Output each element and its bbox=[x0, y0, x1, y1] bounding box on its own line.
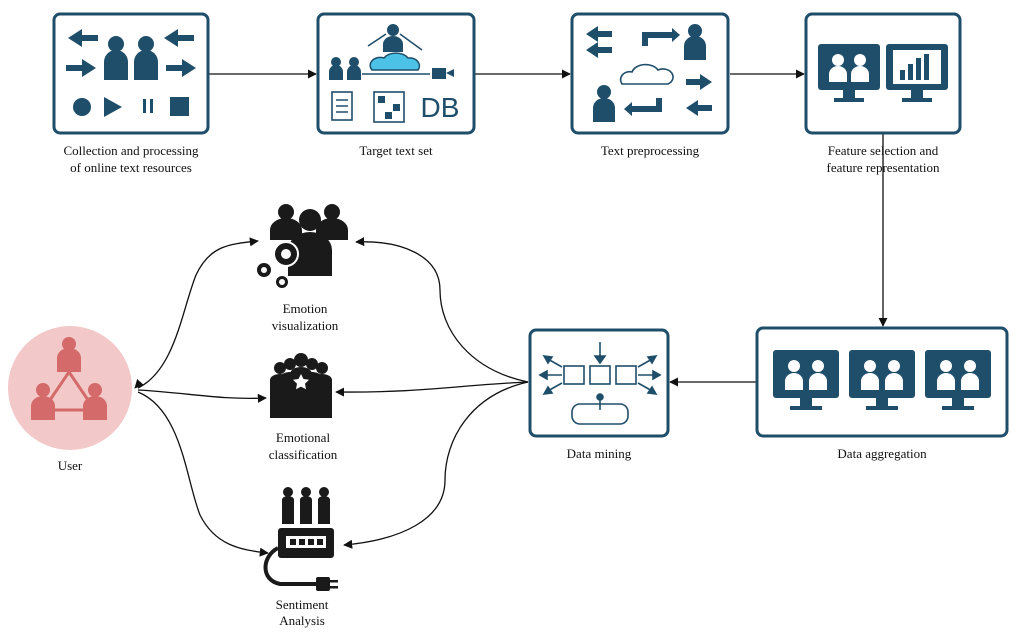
node-collection-label-1: Collection and processing bbox=[63, 143, 199, 158]
node-user: User bbox=[8, 326, 132, 473]
cloud-exchange-icon bbox=[586, 24, 712, 122]
node-emotion-cls-label-1: Emotional bbox=[276, 430, 331, 445]
node-emotion-vis-label-2: visualization bbox=[272, 318, 339, 333]
team-star-icon bbox=[270, 353, 332, 418]
node-target: DB Target text set bbox=[316, 12, 476, 158]
arrow-user-to-emotion-vis bbox=[137, 237, 259, 389]
node-feature: Feature selection and feature representa… bbox=[804, 12, 962, 175]
node-collection: Collection and processing of online text… bbox=[52, 12, 210, 175]
node-mining-label-1: Data mining bbox=[567, 446, 632, 461]
node-feature-box bbox=[804, 12, 962, 135]
node-sentiment-label-2: Analysis bbox=[279, 613, 325, 628]
node-emotion-vis: Emotion visualization bbox=[255, 204, 348, 333]
people-meter-plug-icon bbox=[263, 487, 338, 591]
node-feature-label-1: Feature selection and bbox=[828, 143, 939, 158]
node-collection-box bbox=[52, 12, 210, 135]
arrow-user-to-emotion-cls bbox=[137, 389, 267, 403]
node-feature-label-2: feature representation bbox=[827, 160, 940, 175]
arrow-mining-to-emotion-cls bbox=[335, 381, 529, 397]
flow-boxes-icon bbox=[538, 342, 662, 425]
arrow-emotion-vis-to-user bbox=[134, 378, 144, 389]
arrows-users-media-icon bbox=[66, 29, 196, 117]
db-text: DB bbox=[421, 92, 460, 123]
node-user-label-1: User bbox=[58, 458, 83, 473]
arrow-mining-to-emotion-vis bbox=[355, 237, 529, 383]
node-sentiment-label-1: Sentiment bbox=[276, 597, 329, 612]
arrow-user-to-sentiment bbox=[137, 391, 269, 557]
node-emotion-cls-label-2: classification bbox=[269, 447, 338, 462]
node-aggregation-label-1: Data aggregation bbox=[837, 446, 927, 461]
cloud-database-icon bbox=[329, 24, 454, 123]
three-monitors-icon bbox=[773, 350, 991, 410]
node-emotion-vis-label-1: Emotion bbox=[283, 301, 328, 316]
connectors bbox=[134, 69, 888, 557]
monitors-icon bbox=[818, 44, 948, 102]
node-sentiment: Sentiment Analysis bbox=[263, 487, 338, 628]
node-aggregation: Data aggregation bbox=[755, 326, 1009, 461]
node-preprocessing: Text preprocessing bbox=[570, 12, 730, 158]
node-mining: Data mining bbox=[528, 328, 670, 461]
user-network-icon bbox=[31, 337, 107, 420]
node-emotion-cls: Emotional classification bbox=[269, 353, 338, 462]
node-preprocessing-label-1: Text preprocessing bbox=[601, 143, 700, 158]
node-collection-label-2: of online text resources bbox=[70, 160, 192, 175]
node-target-label-1: Target text set bbox=[359, 143, 433, 158]
people-gears-icon bbox=[255, 204, 348, 290]
arrow-mining-to-sentiment bbox=[343, 381, 529, 549]
